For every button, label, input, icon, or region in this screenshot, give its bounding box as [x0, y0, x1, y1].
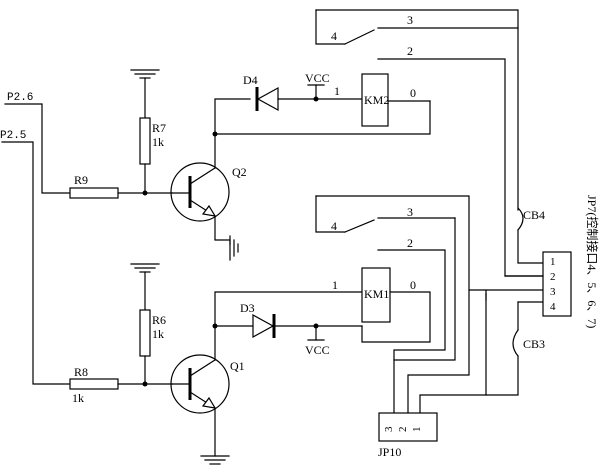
vcc-bottom-label: VCC — [305, 343, 330, 357]
resistor-r7: R7 1k — [139, 117, 166, 165]
km2-label: KM2 — [364, 93, 389, 107]
p26-input: P2.6 — [4, 92, 71, 194]
r9-label: R9 — [74, 173, 88, 187]
p25-label: P2.5 — [0, 130, 26, 142]
r7-label: R7 — [152, 121, 166, 135]
resistor-r6: R6 1k — [139, 309, 166, 357]
jp10-pin3: 3 — [383, 426, 395, 432]
ground-icon — [130, 69, 160, 79]
ground-icon — [229, 235, 239, 261]
km1-pin1: 1 — [332, 278, 338, 292]
resistor-r9: R9 — [69, 173, 119, 199]
q1-label: Q1 — [230, 359, 245, 373]
q2-label: Q2 — [232, 165, 247, 179]
jp7-label: JP7(控制接口4、5、6、7) — [585, 195, 600, 328]
cb3-label: CB3 — [523, 337, 545, 351]
switch-mid-pin3: 3 — [407, 205, 413, 219]
d4-label: D4 — [243, 73, 258, 87]
jp10-pin1: 1 — [411, 427, 423, 433]
switch-top-pin3: 3 — [407, 13, 413, 27]
ground-icon — [200, 455, 230, 465]
connector-jp10: 3 2 1 JP10 — [378, 412, 438, 459]
jp7-pin4: 4 — [550, 301, 556, 313]
r6-label: R6 — [152, 313, 166, 327]
relay-km1: KM1 — [361, 267, 391, 323]
r6-value: 1k — [152, 327, 164, 341]
switch-mid-pin4: 4 — [331, 219, 337, 233]
vcc-top-label: VCC — [305, 71, 330, 85]
connector-jp7: 1 2 3 4 JP7(控制接口4、5、6、7) — [542, 195, 600, 328]
switch-mid: 4 3 2 — [315, 195, 456, 250]
switch-top: 4 3 2 — [315, 9, 519, 58]
p25-input: P2.5 — [0, 130, 71, 385]
p26-label: P2.6 — [7, 92, 33, 104]
jp7-pin1: 1 — [550, 256, 556, 268]
relay-km2: KM2 — [361, 73, 389, 127]
diode-d3: D3 — [240, 301, 276, 339]
cb4-label: CB4 — [523, 208, 545, 222]
r8-label: R8 — [74, 365, 88, 379]
transistor-q1: Q1 — [170, 354, 245, 414]
r8-value: 1k — [72, 391, 84, 405]
r7-value: 1k — [152, 135, 164, 149]
switch-mid-pin2: 2 — [407, 236, 413, 250]
jp7-pin2: 2 — [550, 271, 556, 283]
jp10-pin2: 2 — [397, 427, 409, 433]
km1-label: KM1 — [364, 287, 389, 301]
capacitor-cb4: CB4 — [517, 207, 545, 231]
switch-top-pin2: 2 — [407, 44, 413, 58]
resistor-r8: R8 1k — [69, 365, 119, 405]
switch-top-pin4: 4 — [331, 29, 337, 43]
jp10-label: JP10 — [378, 445, 401, 459]
diode-d4: D4 — [243, 73, 279, 112]
d3-label: D3 — [240, 301, 255, 315]
capacitor-cb3: CB3 — [512, 301, 545, 357]
ground-icon — [130, 263, 160, 273]
transistor-q2: Q2 — [170, 162, 247, 222]
jp7-pin3: 3 — [550, 286, 556, 298]
km2-pin0: 0 — [410, 86, 416, 100]
km2-pin1: 1 — [334, 84, 340, 98]
km1-pin0: 0 — [410, 278, 416, 292]
